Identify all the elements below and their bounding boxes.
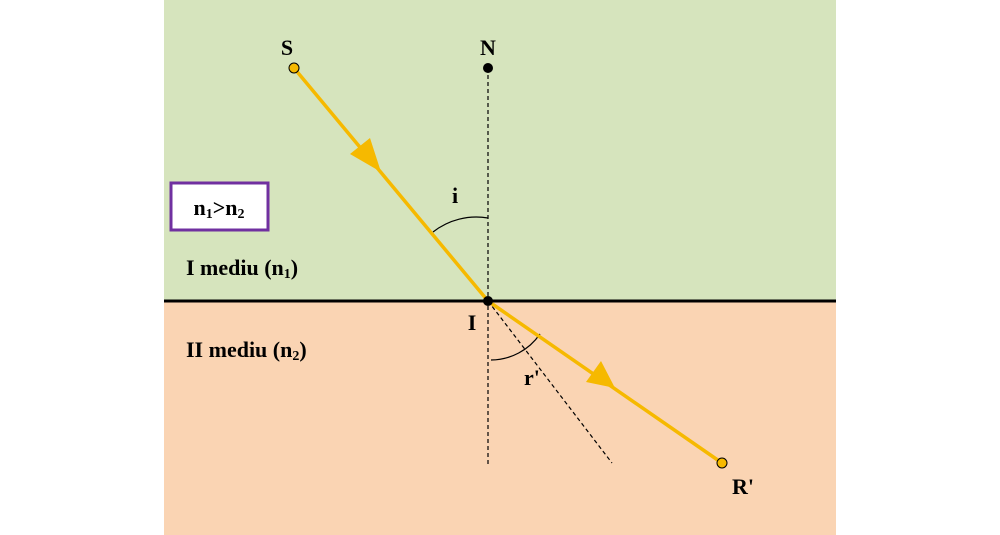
- condition-text: n1>n2: [193, 195, 244, 222]
- label-incidence: I: [468, 310, 477, 335]
- incident-ray: [292, 66, 490, 303]
- label-incidence-angle: i: [452, 183, 458, 208]
- label-normal: N: [480, 35, 496, 60]
- label-refraction-angle: r': [524, 365, 540, 390]
- label-source: S: [281, 35, 293, 60]
- medium-2-region: [164, 301, 836, 535]
- source-point: [288, 62, 300, 74]
- condition-box: [169, 181, 270, 232]
- incidence-angle-arc: [432, 216, 489, 233]
- refracted-ray-arrow: [586, 361, 615, 388]
- incidence-point: [483, 296, 493, 306]
- medium-1-region: [164, 0, 836, 301]
- normal-point: [483, 63, 493, 73]
- incident-ray-arrow: [350, 138, 381, 172]
- medium-2-label: II mediu (n2): [186, 337, 307, 364]
- refraction-angle-arc: [490, 333, 541, 361]
- label-refracted-end: R': [732, 474, 754, 499]
- refracted-end-point: [716, 457, 728, 469]
- incident-ray-extension: [487, 300, 613, 464]
- medium-1-label: I mediu (n1): [186, 255, 298, 282]
